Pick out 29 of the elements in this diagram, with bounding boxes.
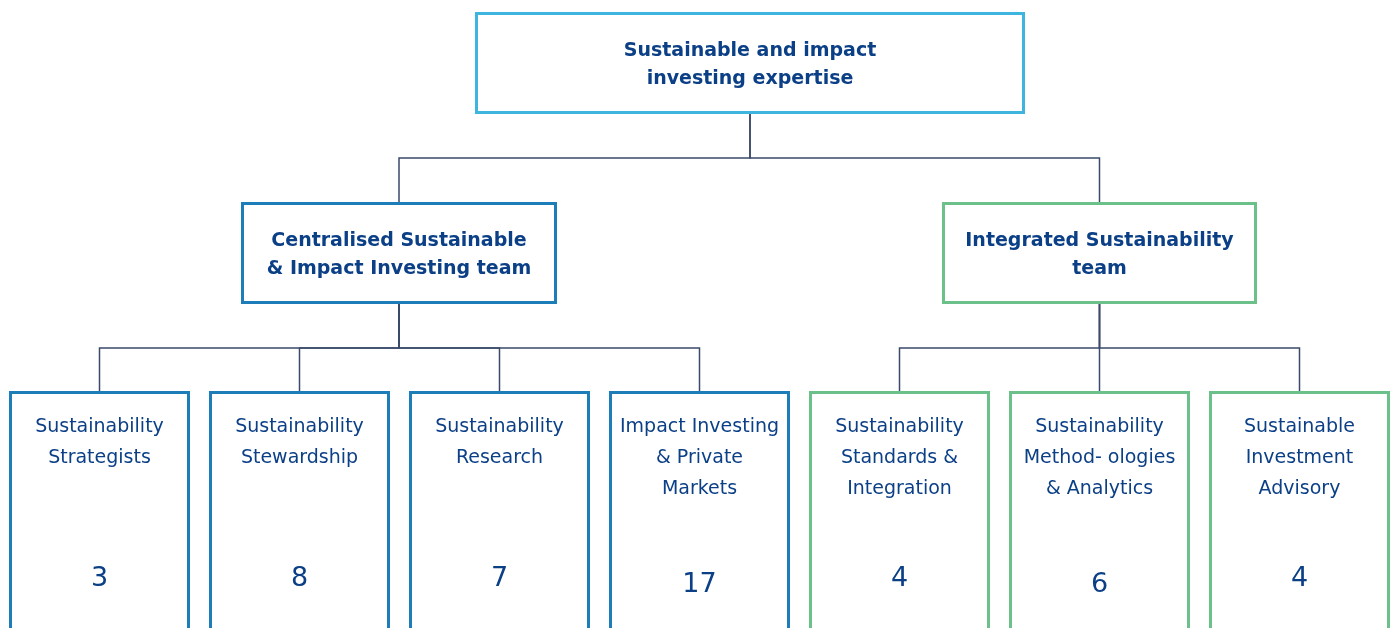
team-title: Centralised Sustainable & Impact Investing team	[265, 227, 533, 280]
headcount: 17	[681, 566, 718, 600]
unit-name: Impact Investing & Private Markets	[618, 413, 781, 500]
headcount: 3	[89, 560, 110, 594]
unit-name: Sustainability Method- ologies & Analytics	[1022, 413, 1177, 500]
team-box	[942, 202, 1257, 304]
headcount: 4	[1289, 560, 1310, 594]
unit-name: Sustainable Investment Advisory	[1242, 413, 1357, 500]
unit-name: Sustainability Strategists	[34, 413, 165, 469]
connector-line	[1098, 303, 1301, 392]
unit-box	[1209, 391, 1390, 628]
team-title: Integrated Sustainability team	[965, 227, 1234, 280]
unit-name: Sustainability Research	[434, 413, 565, 469]
unit-box	[609, 391, 790, 628]
team-box	[475, 12, 1025, 114]
headcount: 7	[489, 560, 510, 594]
headcount: 6	[1089, 566, 1110, 600]
unit-box	[409, 391, 590, 628]
headcount: 8	[289, 560, 310, 594]
unit-box	[209, 391, 390, 628]
unit-name: Sustainability Standards & Integration	[834, 413, 965, 500]
team-title: Sustainable and impact investing expertise	[622, 37, 878, 90]
unit-name: Sustainability Stewardship	[234, 413, 365, 469]
unit-box	[1009, 391, 1190, 628]
team-box	[241, 202, 557, 304]
connector-line	[749, 113, 1101, 203]
headcount: 4	[889, 560, 910, 594]
unit-box	[809, 391, 990, 628]
unit-box	[9, 391, 190, 628]
